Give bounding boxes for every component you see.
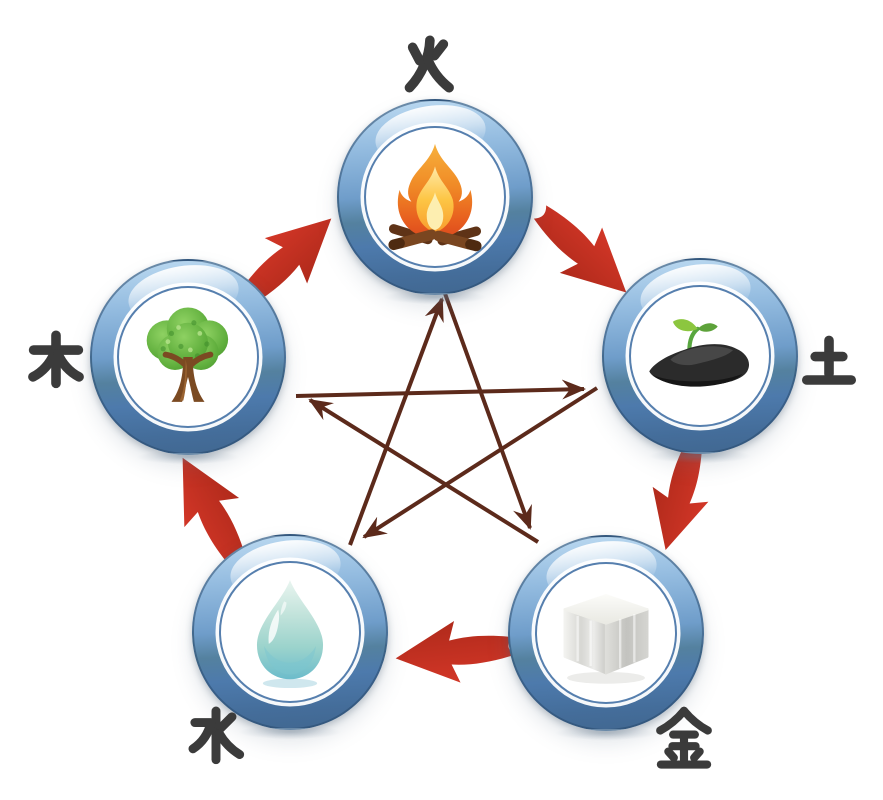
- metal-cube-icon: [563, 594, 649, 684]
- node-wood: [90, 257, 286, 467]
- overcoming-cycle-star: [295, 287, 599, 546]
- rock-with-sprout-icon: [649, 319, 750, 387]
- node-metal: [508, 533, 704, 743]
- water-inner-disc: [219, 561, 361, 703]
- node-fire: [337, 97, 533, 307]
- arrow-metal-to-wood: [308, 398, 540, 544]
- wood-inner-disc: [117, 286, 259, 428]
- metal-character: [656, 706, 712, 769]
- node-earth: [602, 256, 798, 466]
- earth-inner-disc: [629, 285, 771, 427]
- arrow-earth-to-water: [362, 386, 599, 539]
- arrow-wood-to-earth: [295, 379, 586, 400]
- wood-character: [28, 330, 84, 389]
- tree-icon: [146, 307, 229, 402]
- water-character: [188, 706, 245, 765]
- arrow-water-to-fire: [348, 297, 444, 546]
- campfire-icon: [388, 143, 482, 252]
- fire-inner-disc: [364, 126, 506, 268]
- arrow-metal-to-water: [392, 615, 517, 690]
- metal-inner-disc: [535, 562, 677, 704]
- fire-character: [404, 35, 454, 93]
- arrow-fire-to-metal: [441, 287, 532, 530]
- node-water: [192, 532, 388, 742]
- earth-character: [802, 335, 856, 385]
- water-drop-icon: [256, 580, 324, 689]
